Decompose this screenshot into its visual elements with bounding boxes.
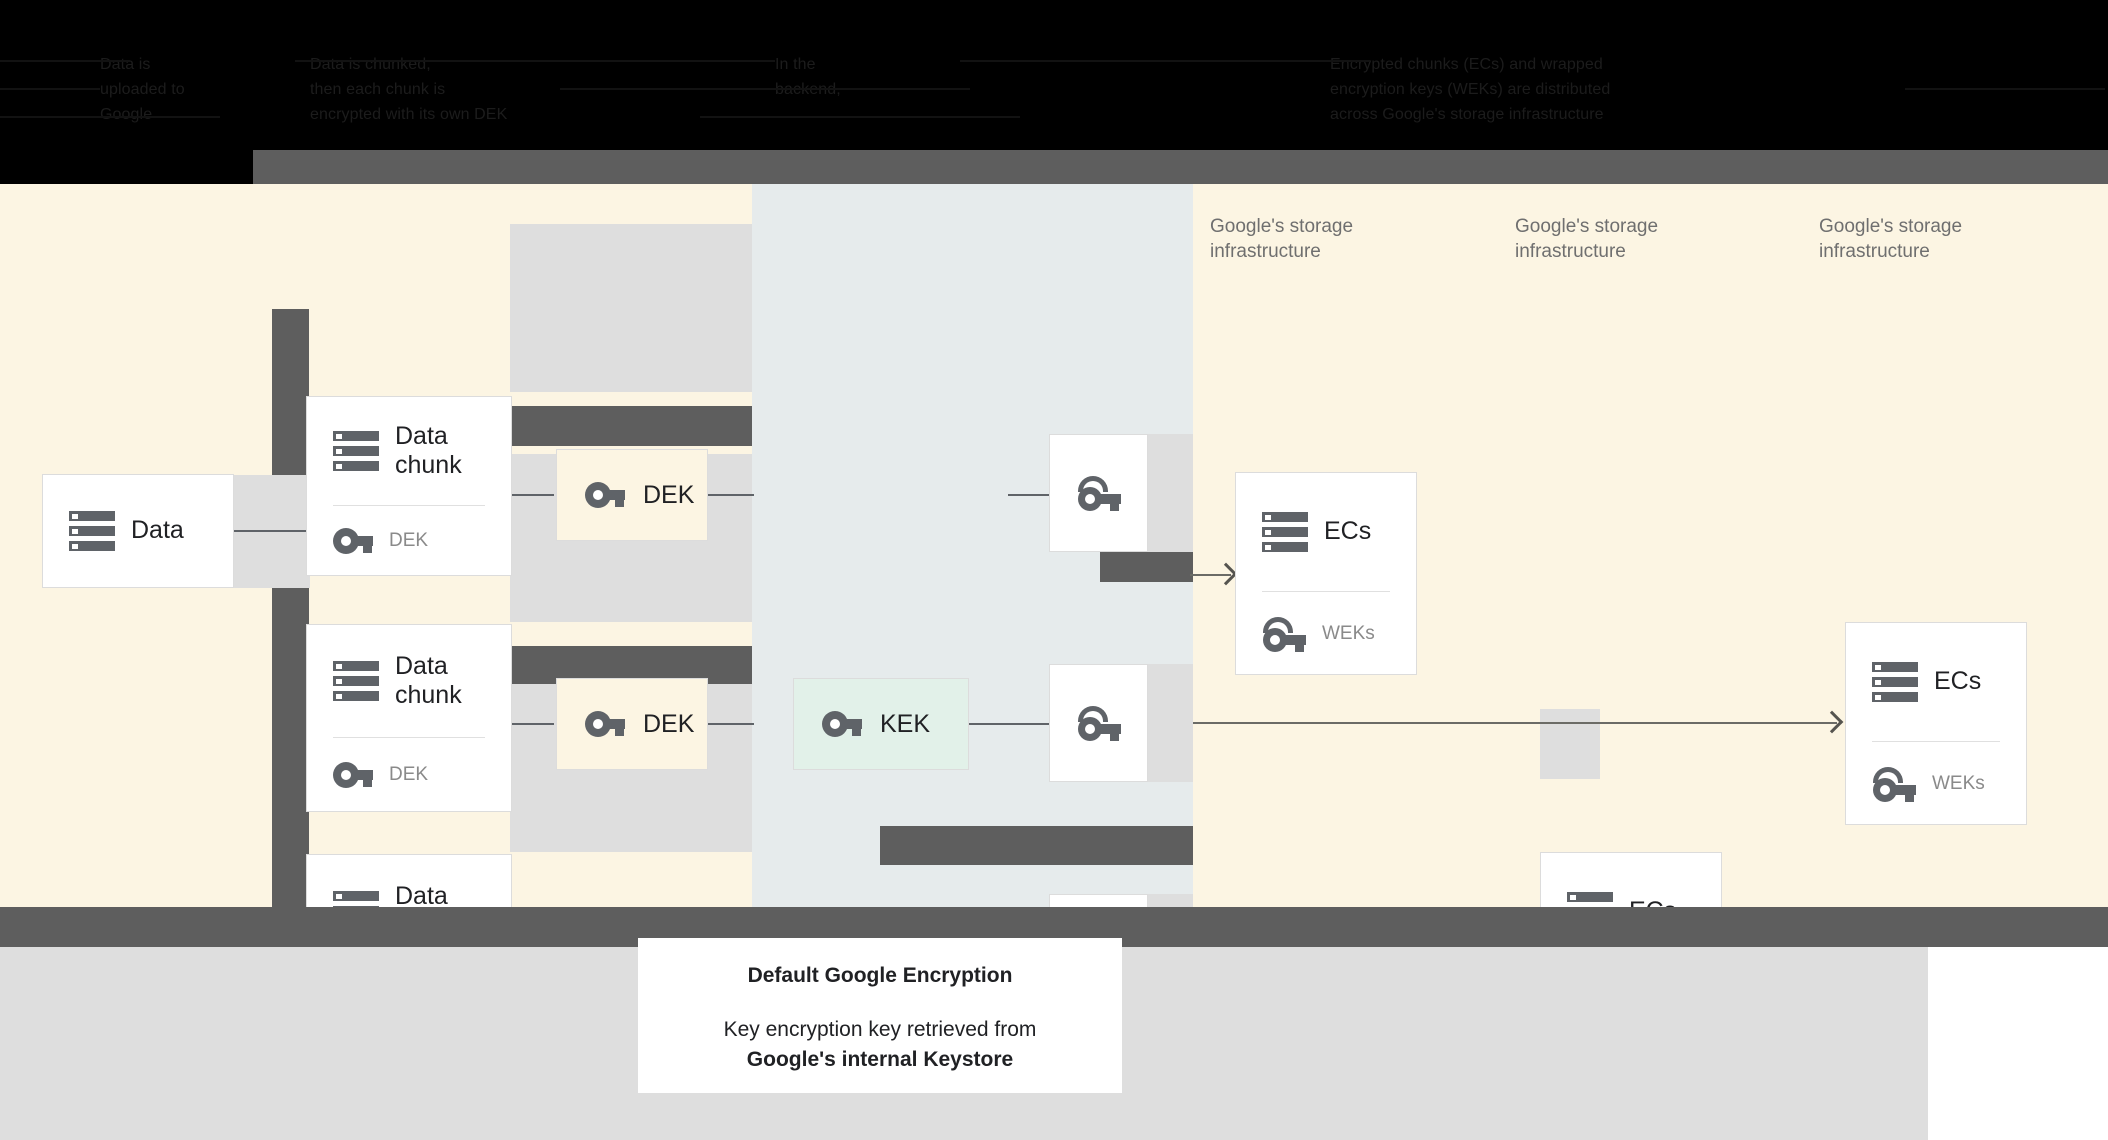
key-icon: [822, 711, 862, 737]
header-rule: [960, 60, 1370, 62]
infra-label-1: Google's storage infrastructure: [1210, 216, 1354, 262]
caption-body: Key encryption key retrieved from Google…: [638, 1015, 1122, 1075]
card-divider: [1872, 741, 2000, 742]
card-ecs-key-label: WEKs: [1932, 773, 1985, 794]
server-icon: [1262, 512, 1308, 552]
arrow-backing-tile: [1540, 709, 1600, 779]
wrapped-key-icon: [1077, 706, 1121, 741]
caption-line-1: Key encryption key retrieved from: [723, 1018, 1037, 1041]
keybox-dek[interactable]: DEK: [556, 678, 708, 770]
wrapped-key-icon: [1872, 767, 1916, 802]
arrow-line-to-ecs-2: [1193, 722, 1837, 724]
card-chunk-key-label: DEK: [389, 764, 429, 785]
server-icon: [69, 511, 115, 551]
card-ecs[interactable]: ECs WEKs: [1235, 472, 1417, 675]
server-icon: [333, 431, 379, 471]
keybox-dek[interactable]: DEK: [556, 449, 708, 541]
arrow-line-to-ecs-1: [1190, 574, 1231, 576]
connector-to-wkey: [1008, 494, 1049, 496]
card-data[interactable]: Data: [42, 474, 234, 588]
header-band: Data is uploaded to Google Data is chunk…: [0, 0, 2108, 150]
connector-chunk-to-dek: [512, 494, 554, 496]
wkey-backing-tile: [1148, 664, 1193, 782]
tile-wrapped-key[interactable]: [1049, 434, 1148, 552]
keybox-kek-label: KEK: [880, 709, 931, 738]
wrapped-key-icon: [1077, 476, 1121, 511]
card-ecs[interactable]: ECs WEKs: [1845, 622, 2027, 825]
card-chunk-key-label: DEK: [389, 530, 429, 551]
wkey-backing-tile: [1148, 434, 1193, 552]
card-divider: [333, 505, 485, 506]
header-paragraph-3: In the backend,: [775, 56, 841, 98]
header-rule: [560, 88, 970, 90]
header-paragraph-2: Data is chunked, then each chunk is encr…: [310, 56, 508, 123]
infra-label-3: Google's storage infrastructure: [1819, 216, 1963, 262]
key-icon: [333, 762, 373, 788]
caption-title: Default Google Encryption: [747, 964, 1013, 987]
header-rule: [0, 60, 130, 62]
tile-wrapped-key[interactable]: [1049, 664, 1148, 782]
backend-baseline-bar: [880, 826, 1193, 865]
server-icon: [1872, 662, 1918, 702]
card-divider: [333, 737, 485, 738]
header-rule: [0, 88, 100, 90]
keybox-kek[interactable]: KEK: [793, 678, 969, 770]
card-data-chunk[interactable]: Data chunk DEK: [306, 396, 512, 576]
connector-dek-out: [708, 723, 754, 725]
caption-box: Default Google Encryption Key encryption…: [638, 938, 1122, 1093]
card-divider: [1262, 591, 1390, 592]
card-data-chunk[interactable]: Data chunk DEK: [306, 624, 512, 812]
header-separator: [0, 150, 2108, 184]
key-icon: [585, 711, 625, 737]
card-ecs-title: ECs: [1324, 517, 1372, 546]
caption-line-2: Google's internal Keystore: [746, 1048, 1014, 1071]
header-paragraph-1: Data is uploaded to Google: [100, 56, 185, 123]
card-chunk-title: Data chunk: [395, 651, 462, 710]
header-rule: [295, 60, 775, 62]
connector-chunk-to-dek: [512, 723, 554, 725]
keybox-dek-label: DEK: [643, 709, 695, 738]
header-rule: [1905, 88, 2105, 90]
diagram-canvas: Data Data chunk DEK Data chunk: [0, 184, 2108, 1055]
card-data-label: Data: [131, 516, 184, 545]
key-icon: [585, 482, 625, 508]
key-icon: [333, 528, 373, 554]
header-rule: [700, 116, 1020, 118]
header-paragraph-4: Encrypted chunks (ECs) and wrapped encry…: [1330, 56, 1611, 123]
connector-dek-out: [708, 494, 754, 496]
connector-kek-to-wkey: [969, 723, 1049, 725]
connector-data-to-spine: [234, 530, 312, 532]
chunk-backing-tile: [510, 224, 752, 392]
wrapped-key-icon: [1262, 617, 1306, 652]
header-separator-notch: [0, 150, 253, 184]
bottom-white-gutter: [1928, 947, 2108, 1140]
card-chunk-title: Data chunk: [395, 421, 462, 480]
card-ecs-key-label: WEKs: [1322, 623, 1375, 644]
header-rule: [0, 116, 220, 118]
card-ecs-title: ECs: [1934, 667, 1982, 696]
keybox-dek-label: DEK: [643, 480, 695, 509]
arrow-head-to-ecs-1: [1214, 562, 1238, 586]
infra-label-2: Google's storage infrastructure: [1515, 216, 1659, 262]
arrow-head-to-ecs-2: [1820, 710, 1844, 734]
server-icon: [333, 661, 379, 701]
